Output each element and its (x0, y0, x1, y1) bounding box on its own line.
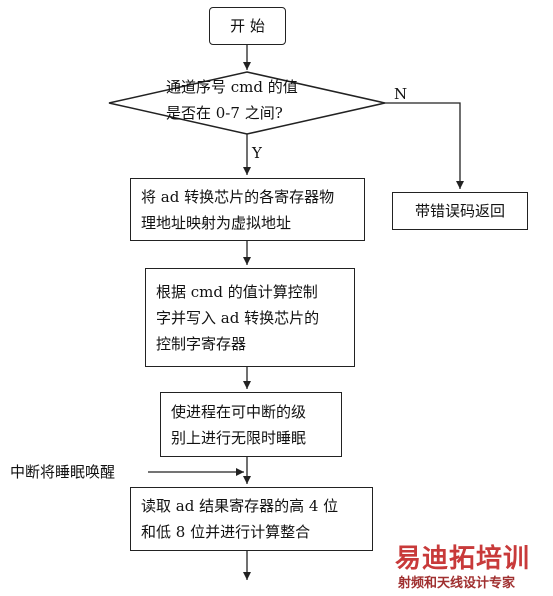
read-result-label: 读取 ad 结果寄存器的高 4 位 和低 8 位并进行计算整合 (141, 497, 339, 541)
interrupt-label: 中断将睡眠唤醒 (10, 463, 116, 481)
watermark-logo: 易迪拓培训 (395, 544, 531, 574)
sleep-label: 使进程在可中断的级 别上进行无限时睡眠 (171, 402, 307, 447)
write-control-label: 根据 cmd 的值计算控制 字并写入 ad 转换芯片的 控制字寄存器 (156, 282, 320, 353)
read-result-process: 读取 ad 结果寄存器的高 4 位 和低 8 位并进行计算整合 (130, 487, 373, 551)
error-return-process: 带错误码返回 (392, 192, 528, 230)
start-terminal: 开 始 (209, 7, 286, 45)
start-label: 开 始 (230, 17, 265, 35)
map-address-process: 将 ad 转换芯片的各寄存器物 理地址映射为虚拟地址 (130, 178, 365, 241)
no-branch-label: N (394, 85, 408, 103)
yes-branch-label: Y (252, 144, 262, 162)
watermark-slogan: 射频和天线设计专家 (398, 576, 516, 591)
sleep-process: 使进程在可中断的级 别上进行无限时睡眠 (160, 392, 342, 457)
write-control-process: 根据 cmd 的值计算控制 字并写入 ad 转换芯片的 控制字寄存器 (145, 268, 355, 367)
arrow-no (385, 102, 464, 189)
decision-label: 通道序号 cmd 的值 是否在 0-7 之间? (166, 78, 298, 122)
map-address-label: 将 ad 转换芯片的各寄存器物 理地址映射为虚拟地址 (141, 187, 335, 232)
error-return-label: 带错误码返回 (414, 202, 505, 220)
